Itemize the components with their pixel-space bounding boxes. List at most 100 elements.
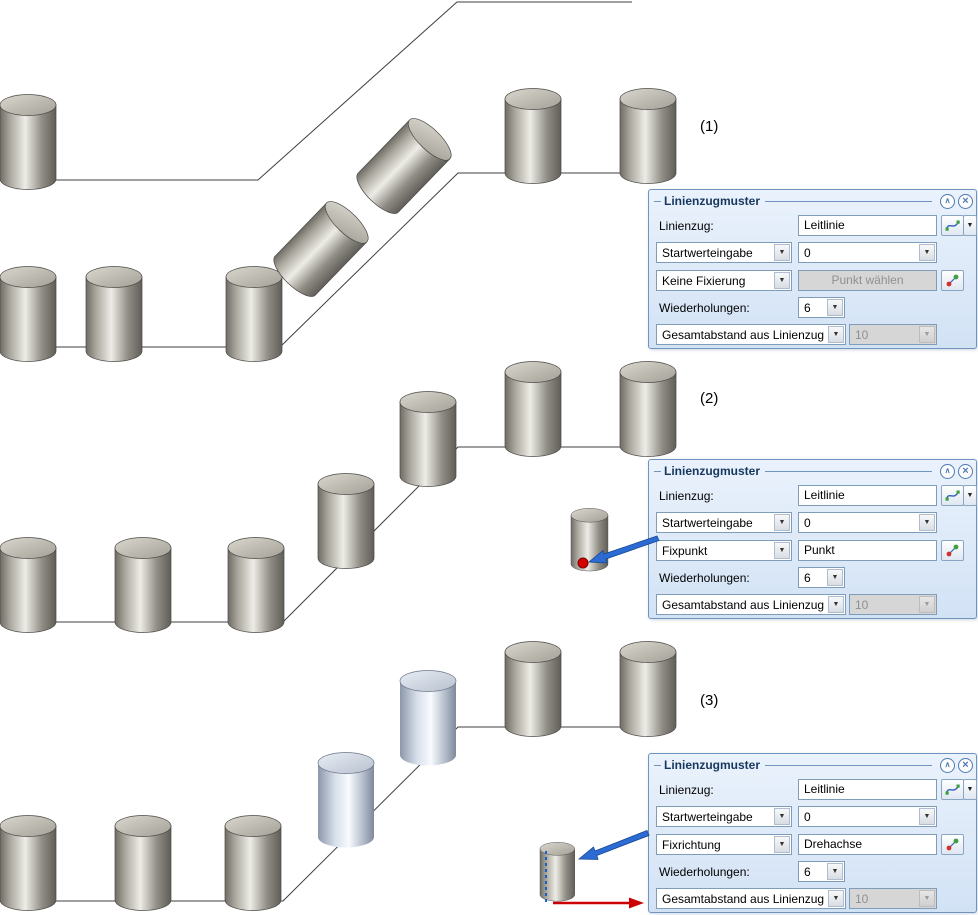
linienzug-input[interactable]: Leitlinie	[798, 485, 937, 506]
close-icon: ×	[962, 464, 969, 477]
pick-linienzug-dropdown-button[interactable]: ▼	[963, 779, 977, 800]
point-pick-icon	[946, 838, 959, 851]
frame-line	[654, 470, 661, 472]
pick-linienzug-dropdown-button[interactable]: ▼	[963, 485, 977, 506]
pick-linienzug-button[interactable]	[941, 485, 964, 506]
highlighted-cylinder	[317, 752, 375, 848]
chevron-up-icon: ∧	[944, 196, 951, 205]
fixierung-value-field: Punkt wählen	[798, 270, 937, 291]
abstand-value-combo: 10 ▼	[849, 888, 937, 909]
pick-linienzug-button[interactable]	[941, 779, 964, 800]
figure-label-2: (2)	[700, 390, 719, 407]
row-wiederholungen: Wiederholungen: 6 ▼	[649, 567, 976, 588]
pick-linienzug-dropdown-button[interactable]: ▼	[963, 215, 977, 236]
close-button[interactable]: ×	[958, 463, 973, 479]
chevron-up-icon: ∧	[944, 760, 951, 769]
cylinder	[317, 473, 375, 569]
linienzug-label: Linienzug:	[659, 489, 714, 503]
combo-value: 6	[804, 571, 811, 585]
startwert-mode-combo[interactable]: Startwerteingabe ▼	[656, 512, 792, 533]
startwert-mode-combo[interactable]: Startwerteingabe ▼	[656, 242, 792, 263]
chevron-down-icon: ▼	[919, 244, 935, 261]
pick-punkt-button[interactable]	[941, 540, 964, 561]
cylinder	[85, 266, 143, 362]
reference-cylinder	[539, 842, 575, 902]
cylinder	[227, 537, 285, 633]
startwert-value-combo[interactable]: 0 ▼	[798, 806, 937, 827]
pick-punkt-button[interactable]	[941, 270, 964, 291]
panel-title: Linienzugmuster	[664, 194, 761, 208]
cylinder	[399, 391, 457, 487]
tilted-cylinder	[267, 195, 375, 303]
cylinder	[619, 361, 677, 457]
scene-2	[0, 361, 677, 633]
pick-punkt-button[interactable]	[941, 834, 964, 855]
chevron-down-icon: ▼	[827, 569, 843, 586]
panel-header: Linienzugmuster ∧ ×	[654, 193, 973, 209]
wiederholungen-combo[interactable]: 6 ▼	[798, 861, 845, 882]
figure-label-1: (1)	[700, 118, 719, 135]
cylinder	[225, 266, 283, 362]
chevron-down-icon: ▼	[774, 836, 790, 853]
linienzug-input[interactable]: Leitlinie	[798, 779, 937, 800]
abstand-mode-combo[interactable]: Gesamtabstand aus Linienzug ▼	[656, 324, 846, 345]
combo-value: Startwerteingabe	[662, 516, 753, 530]
fixierung-value-field[interactable]: Drehachse	[798, 834, 937, 855]
chevron-down-icon: ▼	[966, 222, 974, 229]
row-fixierung: Fixpunkt ▼ Punkt	[649, 540, 976, 561]
fixierung-mode-combo[interactable]: Keine Fixierung ▼	[656, 270, 792, 291]
close-button[interactable]: ×	[958, 193, 973, 209]
cylinder	[114, 537, 172, 633]
wiederholungen-combo[interactable]: 6 ▼	[798, 567, 845, 588]
fixierung-value-field[interactable]: Punkt	[798, 540, 937, 561]
cylinder	[0, 537, 57, 633]
cylinder	[0, 94, 57, 190]
chevron-down-icon: ▼	[827, 863, 843, 880]
wiederholungen-combo[interactable]: 6 ▼	[798, 297, 845, 318]
cylinder	[0, 266, 57, 362]
row-linienzug: Linienzug: Leitlinie ▼	[649, 215, 977, 236]
combo-value: 10	[855, 328, 869, 342]
reference-cylinder	[570, 508, 609, 572]
collapse-button[interactable]: ∧	[940, 193, 955, 209]
chevron-down-icon: ▼	[774, 808, 790, 825]
startwert-value-combo[interactable]: 0 ▼	[798, 242, 937, 263]
frame-line	[765, 764, 932, 766]
abstand-mode-combo[interactable]: Gesamtabstand aus Linienzug ▼	[656, 888, 846, 909]
polyline-pick-icon	[945, 490, 960, 501]
abstand-mode-combo[interactable]: Gesamtabstand aus Linienzug ▼	[656, 594, 846, 615]
row-linienzug: Linienzug: Leitlinie ▼	[649, 485, 977, 506]
chevron-down-icon: ▼	[919, 808, 935, 825]
scene-1	[0, 1, 677, 362]
chevron-down-icon: ▼	[774, 272, 790, 289]
chevron-up-icon: ∧	[944, 466, 951, 475]
startwert-mode-combo[interactable]: Startwerteingabe ▼	[656, 806, 792, 827]
panel-header: Linienzugmuster ∧ ×	[654, 463, 973, 479]
row-fixierung: Keine Fixierung ▼ Punkt wählen	[649, 270, 976, 291]
collapse-button[interactable]: ∧	[940, 757, 955, 773]
combo-value: 6	[804, 865, 811, 879]
cylinder	[619, 88, 677, 184]
chevron-down-icon: ▼	[828, 596, 844, 613]
linienzug-label: Linienzug:	[659, 783, 714, 797]
combo-value: Gesamtabstand aus Linienzug	[662, 328, 825, 342]
linienzug-input[interactable]: Leitlinie	[798, 215, 937, 236]
startwert-value-combo[interactable]: 0 ▼	[798, 512, 937, 533]
row-wiederholungen: Wiederholungen: 6 ▼	[649, 297, 976, 318]
row-startwert: Startwerteingabe ▼ 0 ▼	[649, 806, 976, 827]
cylinder	[504, 88, 562, 184]
chevron-down-icon: ▼	[919, 326, 935, 343]
close-button[interactable]: ×	[958, 757, 973, 773]
tilted-cylinder	[350, 112, 458, 220]
fixierung-mode-combo[interactable]: Fixpunkt ▼	[656, 540, 792, 561]
pick-linienzug-button[interactable]	[941, 215, 964, 236]
row-wiederholungen: Wiederholungen: 6 ▼	[649, 861, 976, 882]
chevron-down-icon: ▼	[966, 786, 974, 793]
close-icon: ×	[962, 194, 969, 207]
row-linienzug: Linienzug: Leitlinie ▼	[649, 779, 977, 800]
cylinder	[0, 815, 57, 911]
chevron-down-icon: ▼	[919, 514, 935, 531]
collapse-button[interactable]: ∧	[940, 463, 955, 479]
fixierung-mode-combo[interactable]: Fixrichtung ▼	[656, 834, 792, 855]
